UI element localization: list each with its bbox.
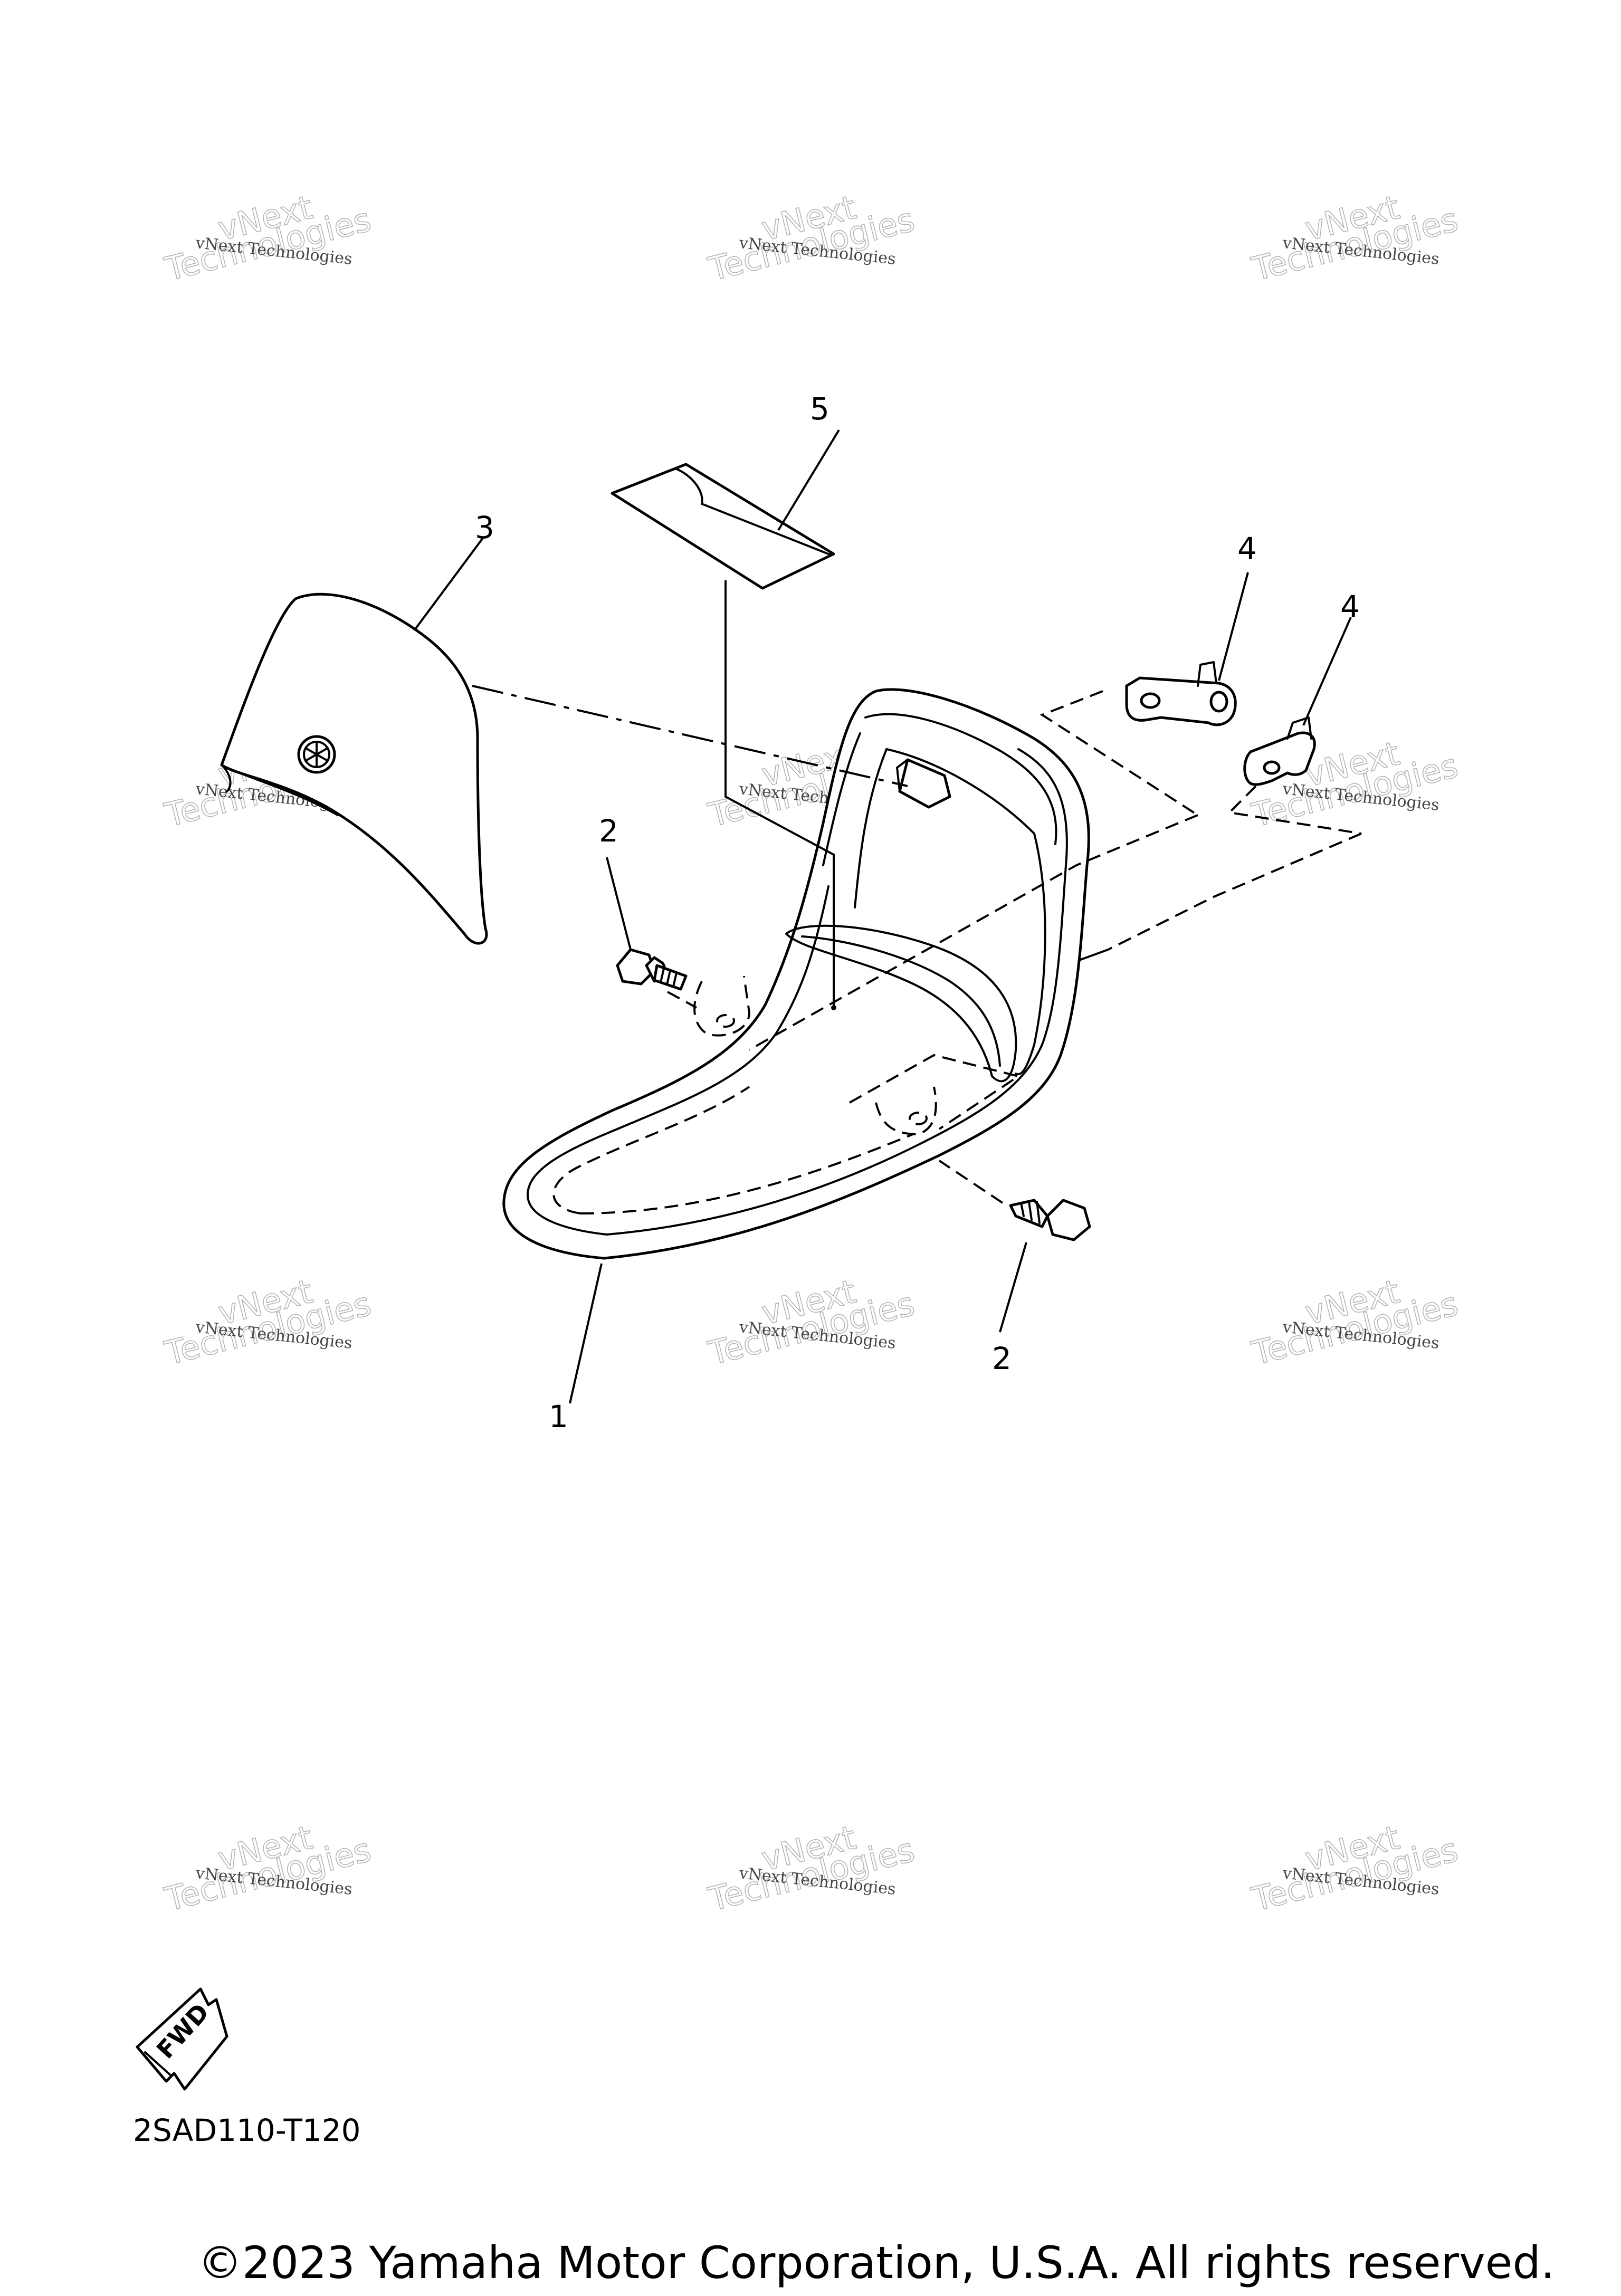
callout-leaders xyxy=(413,429,1352,1404)
copyright-notice: ©2023 Yamaha Motor Corporation, U.S.A. A… xyxy=(198,2237,1555,2289)
callouts: 5 3 4 4 2 2 1 xyxy=(475,391,1360,1434)
callout-2b: 2 xyxy=(992,1341,1012,1376)
part-4-bracket-a[interactable] xyxy=(1125,661,1237,726)
watermark: vNext Technologies vNext Technologies xyxy=(704,1817,919,1919)
watermark: vNext Technologies vNext Technologies xyxy=(160,1817,375,1919)
callout-5: 5 xyxy=(810,391,829,427)
fwd-arrow-icon: FWD xyxy=(136,1987,228,2091)
watermark: vNext Technologies vNext Technologies xyxy=(160,187,375,289)
callout-1: 1 xyxy=(549,1399,568,1434)
part-2-bolt-right[interactable] xyxy=(1009,1199,1091,1241)
watermark: vNext Technologies vNext Technologies xyxy=(704,1271,919,1373)
diagram-code: 2SAD110-T120 xyxy=(133,2112,361,2148)
part-1-body[interactable] xyxy=(502,688,1090,1260)
watermark: vNext Technologies vNext Technologies xyxy=(1247,1271,1462,1373)
watermark: vNext Technologies vNext Technologies xyxy=(1247,1817,1462,1919)
part-3-cover[interactable] xyxy=(220,592,488,945)
watermark: vNext Technologies vNext Technologies xyxy=(1247,187,1462,289)
part-4-bracket-b[interactable] xyxy=(1243,716,1316,786)
part-2-bolt-left[interactable] xyxy=(616,948,688,991)
callout-2a: 2 xyxy=(599,813,618,849)
callout-4a: 4 xyxy=(1237,531,1257,567)
watermark: vNext Technologies vNext Technologies xyxy=(704,187,919,289)
part-5-label[interactable] xyxy=(611,463,835,590)
assembly-lines xyxy=(472,580,1362,1204)
callout-3: 3 xyxy=(475,510,494,546)
callout-4b: 4 xyxy=(1340,589,1360,625)
watermark: vNext Technologies vNext Technologies xyxy=(160,1271,375,1373)
